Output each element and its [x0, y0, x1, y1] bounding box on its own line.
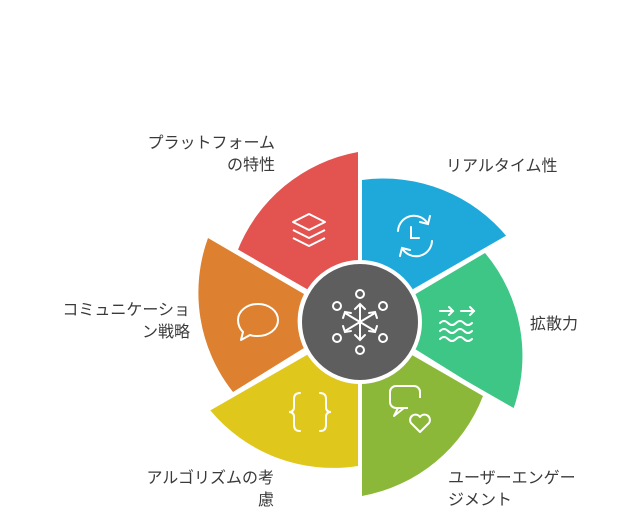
label-engagement-line2: ジメント [448, 490, 513, 509]
label-communication: コミュニケーショ ン戦略 [10, 299, 190, 343]
label-platform-line1: プラットフォーム [147, 133, 275, 152]
segment-realtime [362, 178, 508, 290]
waves-arrows-icon [439, 306, 476, 342]
label-spread-line1: 拡散力 [530, 314, 579, 333]
label-spread: 拡散力 [530, 313, 620, 335]
segment-separators [199, 140, 521, 505]
label-platform: プラットフォーム の特性 [90, 132, 275, 176]
label-engagement: ユーザーエンゲー ジメント [448, 467, 628, 511]
segment-engagement [362, 355, 483, 496]
speech-bubble-icon [237, 303, 279, 341]
chat-heart-icon [389, 385, 431, 433]
label-algorithm: アルゴリズムの考 慮 [90, 467, 274, 511]
segment-spread [414, 253, 523, 410]
refresh-clock-icon [397, 214, 433, 258]
network-hub-icon [332, 289, 388, 355]
label-algorithm-line1: アルゴリズムの考 [146, 468, 274, 487]
segment-communication [198, 238, 304, 392]
layers-icon [292, 213, 326, 247]
curly-braces-icon [288, 392, 332, 432]
label-algorithm-line2: 慮 [257, 490, 274, 509]
label-communication-line1: コミュニケーショ [62, 300, 190, 319]
segment-algorithm [210, 352, 358, 468]
label-platform-line2: の特性 [226, 155, 275, 174]
label-communication-line2: ン戦略 [141, 322, 190, 341]
segment-platform [237, 152, 358, 292]
label-realtime-line1: リアルタイム性 [446, 156, 558, 175]
label-engagement-line1: ユーザーエンゲー [448, 468, 576, 487]
label-realtime: リアルタイム性 [446, 155, 626, 177]
